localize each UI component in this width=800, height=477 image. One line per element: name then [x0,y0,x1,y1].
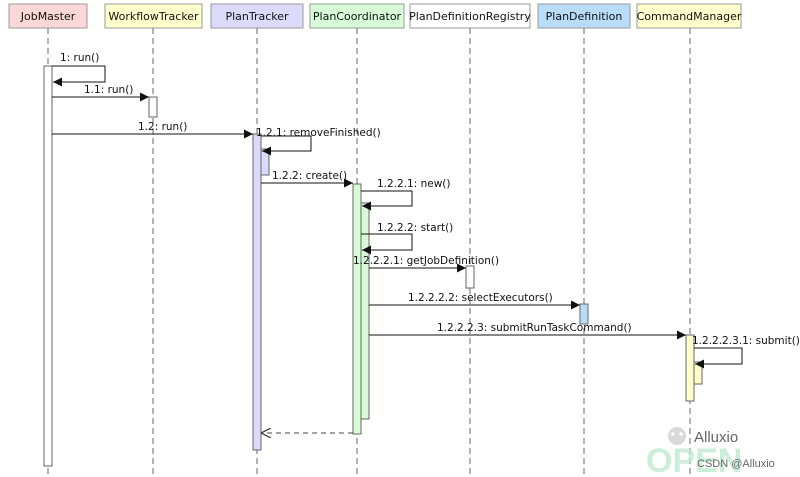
message-9: 1.2.2.2.2: selectExecutors() [369,292,580,310]
message-label: 1.1: run() [84,84,133,96]
participant-label: PlanTracker [225,10,289,23]
participant-label: CommandManager [637,10,742,23]
message-label: 1.2.2: create() [272,170,347,182]
activation-cm [693,361,703,385]
participant-jm[interactable]: JobMaster [8,3,88,29]
message-label: 1.2: run() [138,121,187,133]
watermark-brand: Alluxio [694,429,738,446]
activation-pt [260,148,270,176]
message-label: 1.2.1: removeFinished() [256,127,381,139]
participant-label: WorkflowTracker [108,10,199,23]
message-label: 1.2.2.2.3.1: submit() [692,335,800,347]
activation-jm [43,65,53,467]
message-label: 1.2.2.2.1: getJobDefinition() [353,255,499,267]
message-5: 1.2.2: create() [261,170,353,188]
participant-cm[interactable]: CommandManager [636,3,742,29]
message-8: 1.2.2.2.1: getJobDefinition() [353,255,499,273]
watermark-credit: CSDN @Alluxio [697,458,775,470]
message-label: 1.2.2.1: new() [377,178,451,190]
message-10: 1.2.2.2.3: submitRunTaskCommand() [369,322,686,340]
message-label: 1.2.2.2.3: submitRunTaskCommand() [437,322,632,334]
message-label: 1: run() [60,52,99,64]
activation-pc [352,183,362,435]
participant-label: PlanDefinition [546,10,623,23]
message-1: 1: run() [52,52,106,87]
watermark-logo: OPEN [646,442,742,477]
message-label: 1.2.2.2.2: selectExecutors() [408,292,553,304]
message-label: 1.2.2.2: start() [377,222,453,234]
participant-wt[interactable]: WorkflowTracker [104,3,203,29]
participant-pt[interactable]: PlanTracker [210,3,304,29]
message-4: 1.2.1: removeFinished() [256,127,381,156]
message-3: 1.2: run() [52,121,253,139]
message-2: 1.1: run() [52,84,149,102]
activation-pc [360,202,370,420]
watermark: OPEN Alluxio CSDN @Alluxio [646,427,775,477]
message-7: 1.2.2.2: start() [361,222,453,255]
activation-wt [148,96,158,118]
participant-label: PlanCoordinator [313,10,402,23]
participant-pc[interactable]: PlanCoordinator [309,3,405,29]
activation-pt [252,133,262,451]
activation-pd [579,303,589,325]
activation-pdr [465,265,475,289]
message-11: 1.2.2.2.3.1: submit() [692,335,800,369]
participant-label: JobMaster [20,10,76,23]
participant-pdr[interactable]: PlanDefinitionRegistry [409,3,531,29]
message-6: 1.2.2.1: new() [361,178,451,211]
participant-label: PlanDefinitionRegistry [409,10,531,23]
participant-pd[interactable]: PlanDefinition [537,3,631,29]
